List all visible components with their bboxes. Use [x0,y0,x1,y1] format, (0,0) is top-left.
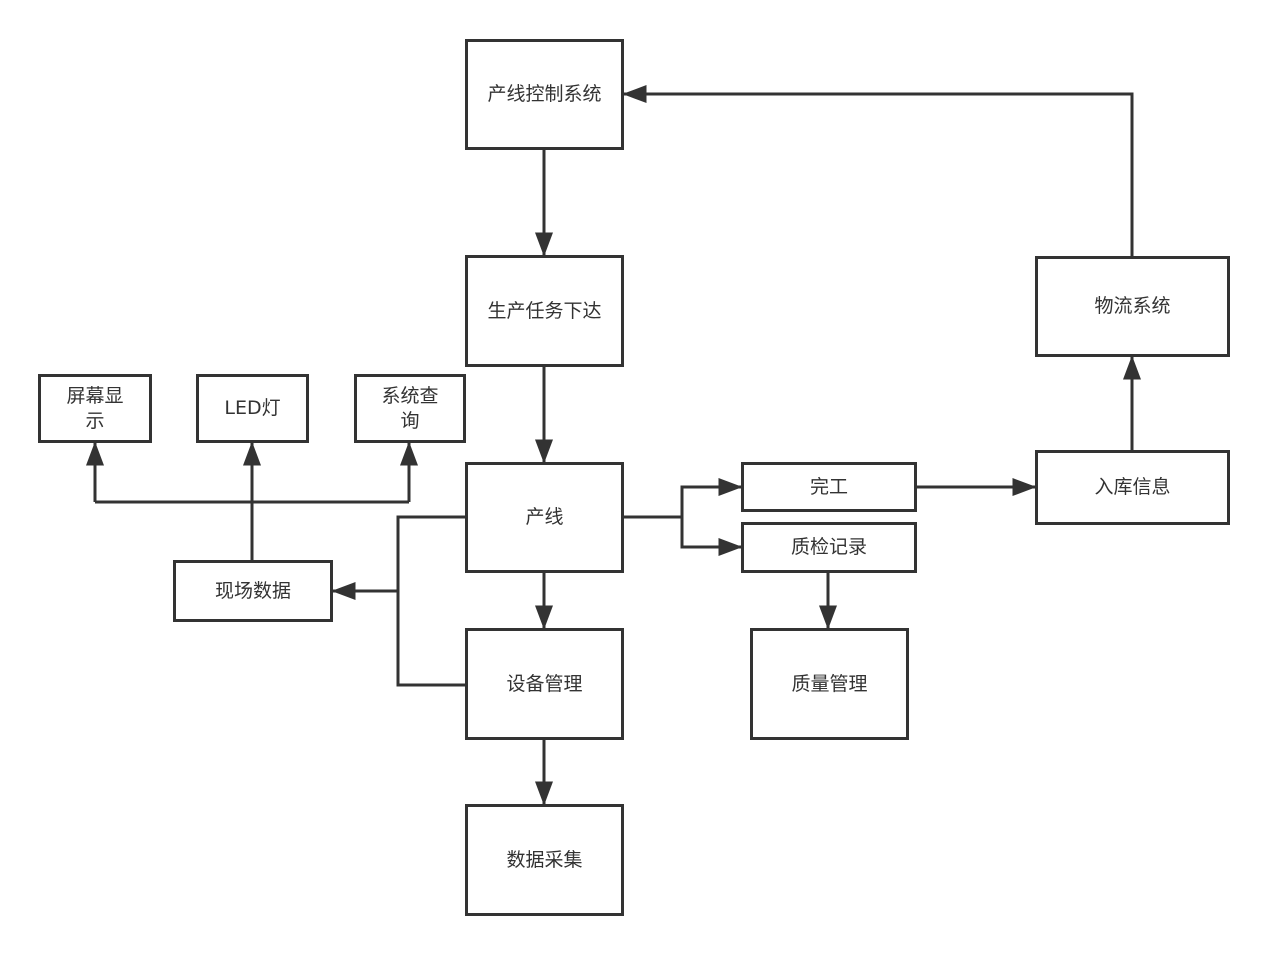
node-production-line: 产线 [465,462,624,573]
node-screen-display: 屏幕显示 [38,374,152,443]
node-control-system: 产线控制系统 [465,39,624,150]
node-label: 物流系统 [1094,295,1171,318]
node-led-light: LED灯 [196,374,309,443]
node-label: 屏幕显示 [66,384,124,432]
node-label: 现场数据 [214,579,291,602]
node-system-query: 系统查询 [354,374,466,443]
node-completion: 完工 [741,462,917,512]
edge-line-to-qc [680,517,743,556]
node-warehouse-info: 入库信息 [1035,450,1230,525]
node-label: 入库信息 [1094,476,1171,499]
edge-line-to-completion [680,478,743,517]
node-logistics-system: 物流系统 [1035,256,1230,357]
edge-logistics-to-control [622,85,1134,256]
node-label: 生产任务下达 [487,299,602,322]
node-label: 系统查询 [381,384,439,432]
node-data-collection: 数据采集 [465,804,624,916]
node-qc-record: 质检记录 [741,522,917,573]
node-quality-management: 质量管理 [750,628,909,740]
node-label: 产线 [525,506,564,529]
node-task-dispatch: 生产任务下达 [465,255,624,367]
node-equipment-management: 设备管理 [465,628,624,740]
node-label: 完工 [809,475,848,498]
edge-line-bracket [396,515,465,687]
node-label: 质量管理 [791,672,868,695]
node-label: 数据采集 [506,848,583,871]
node-label: 质检记录 [790,536,867,559]
node-onsite-data: 现场数据 [173,560,333,622]
node-label: 产线控制系统 [487,83,602,106]
node-label: 设备管理 [506,672,583,695]
node-label: LED灯 [224,397,281,420]
